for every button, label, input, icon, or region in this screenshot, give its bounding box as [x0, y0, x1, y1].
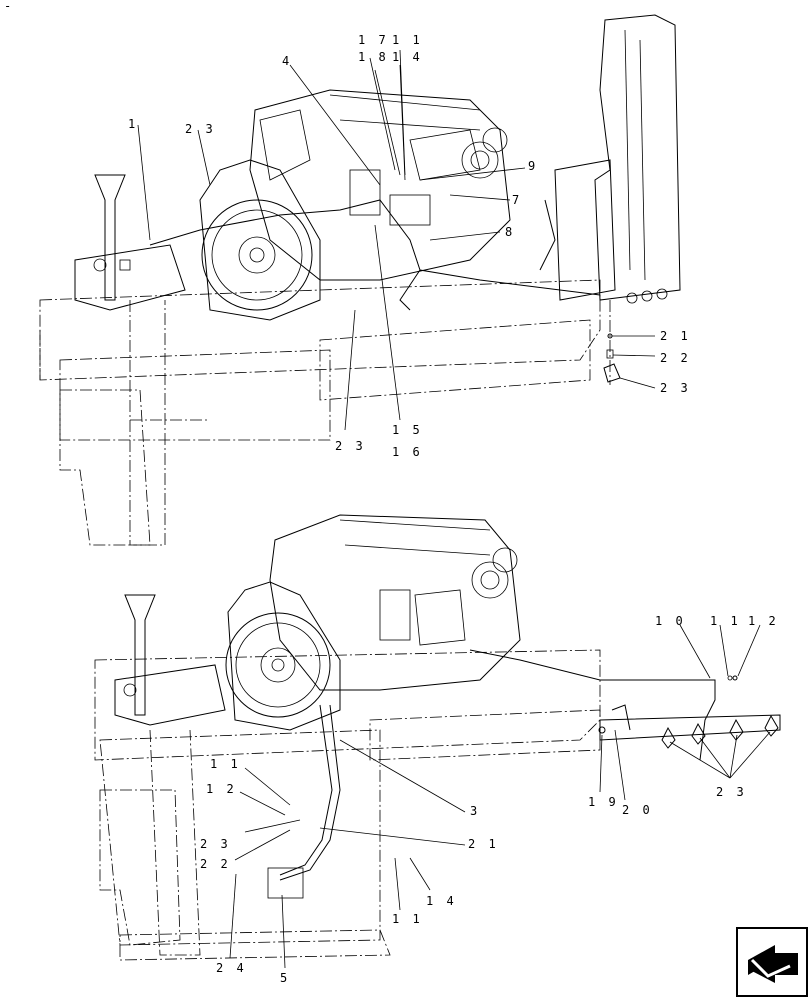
callout-17: 1 7: [358, 33, 389, 47]
callout-15: 1 5: [392, 423, 423, 437]
bottom-assembly-view: [94, 514, 781, 961]
callout-14-bottom: 1 4: [426, 894, 457, 908]
callout-21-bottom: 2 1: [468, 837, 499, 851]
callout-23-bottom-right: 2 3: [716, 785, 747, 799]
callout-14-top: 1 4: [392, 50, 423, 64]
callout-23-top-left: 2 3: [185, 122, 216, 136]
top-assembly-view: [39, 14, 681, 546]
callout-24: 2 4: [216, 961, 247, 975]
callout-18: 1 8: [358, 50, 389, 64]
callout-11-left: 1 1: [210, 757, 241, 771]
callout-7: 7: [512, 193, 522, 207]
top-loose-hardware: [603, 300, 621, 385]
callout-10: 1 0: [655, 614, 686, 628]
callout-16: 1 6: [392, 445, 423, 459]
callout-20: 2 0: [622, 803, 653, 817]
bottom-right-rail: [598, 675, 781, 761]
callout-19: 1 9: [588, 795, 619, 809]
top-left-mount: [74, 174, 186, 311]
callout-labels: 1 2 3 4 1 7 1 1 1 8 1 4 9 7 8 2 1 2 2 2 …: [128, 33, 779, 985]
top-wiring-harness: [149, 199, 601, 296]
callout-22-top: 2 2: [660, 351, 691, 365]
callout-12-left: 1 2: [206, 782, 237, 796]
callout-12-rail: 1 2: [748, 614, 779, 628]
callout-8: 8: [505, 225, 515, 239]
bottom-frame-phantom: [94, 649, 601, 961]
callout-11-bottom: 1 1: [392, 912, 423, 926]
callout-3: 3: [470, 804, 480, 818]
top-flywheel: [199, 159, 321, 321]
callout-1: 1: [128, 117, 138, 131]
callout-22-bottom: 2 2: [200, 857, 231, 871]
top-rear-bracket: [554, 14, 681, 304]
callout-9: 9: [528, 159, 538, 173]
bottom-vertical-tube: [279, 704, 341, 881]
callout-5: 5: [280, 971, 290, 985]
next-page-arrow-icon[interactable]: [736, 927, 808, 997]
bottom-flywheel: [225, 581, 341, 731]
top-frame-phantom: [39, 279, 601, 546]
callout-11-top: 1 1: [392, 33, 423, 47]
callout-4: 4: [282, 54, 292, 68]
bottom-engine-block: [269, 514, 521, 691]
callout-23-top-bottom: 2 3: [335, 439, 366, 453]
callout-23-top-right: 2 3: [660, 381, 691, 395]
bottom-lower-bracket: [267, 867, 304, 899]
callout-23-bottom-left: 2 3: [200, 837, 231, 851]
page-mark: -: [4, 0, 14, 13]
bottom-harness: [469, 649, 700, 681]
bottom-left-mount: [114, 594, 226, 726]
top-engine-block: [249, 89, 511, 281]
callout-11-rail: 1 1: [710, 614, 741, 628]
callout-21-top: 2 1: [660, 329, 691, 343]
leader-lines: [137, 49, 771, 969]
